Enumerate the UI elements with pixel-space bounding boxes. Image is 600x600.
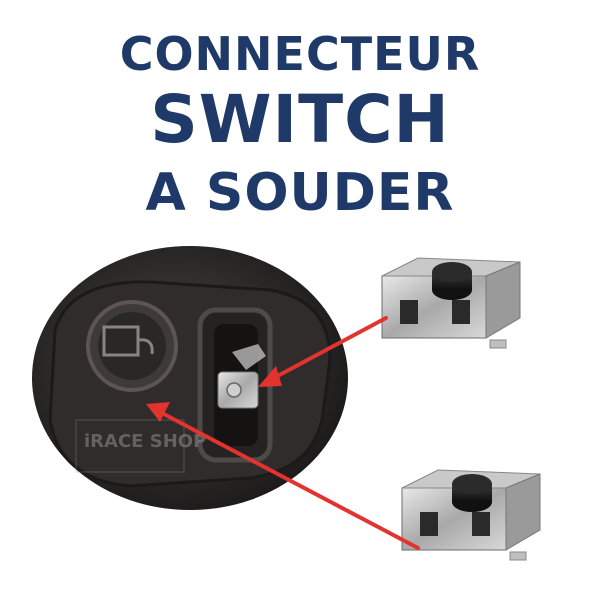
title-line-2: SWITCH	[150, 81, 450, 158]
title-line-1: CONNECTEUR	[119, 27, 481, 81]
watermark	[75, 419, 185, 473]
lock-icon	[102, 325, 140, 357]
key-remote-photo	[32, 246, 348, 510]
tactile-switch-bottom	[401, 469, 541, 561]
title-line-3: A SOUDER	[145, 163, 455, 223]
switch-slot	[197, 307, 273, 463]
arrow-top	[258, 316, 388, 387]
arrow-bottom	[146, 402, 420, 550]
lock-button	[86, 300, 178, 392]
watermark-text: iRACE SHOP	[84, 431, 206, 452]
tactile-switch-top	[381, 257, 521, 349]
